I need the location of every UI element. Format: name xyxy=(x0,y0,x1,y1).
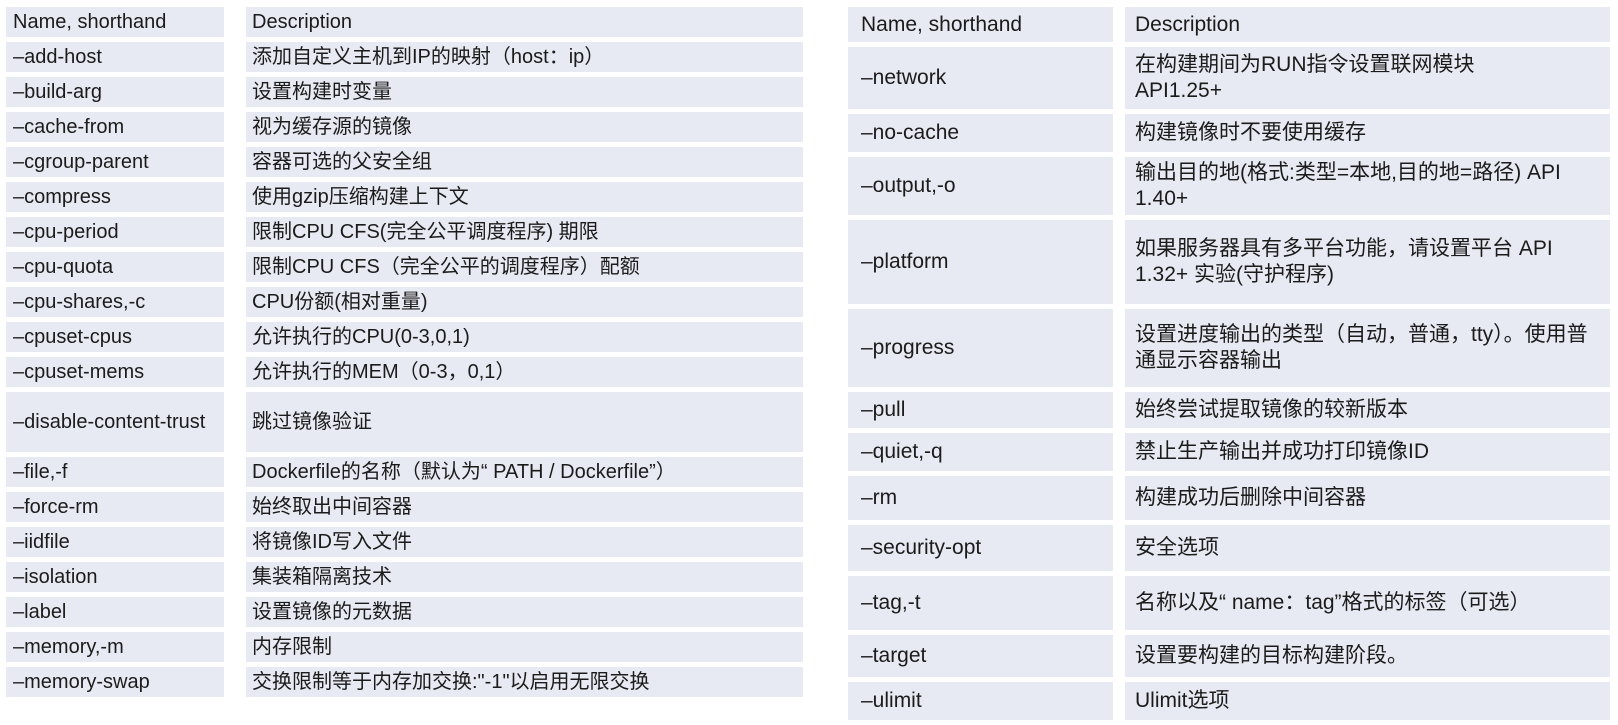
option-description-cell: 将镜像ID写入文件 xyxy=(246,527,803,557)
table-row: –isolation 集装箱隔离技术 xyxy=(6,562,803,592)
table-row: –pull 始终尝试提取镜像的较新版本 xyxy=(848,392,1610,428)
option-description-cell: 视为缓存源的镜像 xyxy=(246,112,803,142)
option-name-cell: –security-opt xyxy=(848,525,1113,571)
header-row: Name, shorthand Description xyxy=(6,7,803,37)
option-description-cell: 允许执行的CPU(0-3,0,1) xyxy=(246,322,803,352)
option-description-cell: 交换限制等于内存加交换:"-1"以启用无限交换 xyxy=(246,667,803,697)
option-description-cell: 设置要构建的目标构建阶段。 xyxy=(1125,635,1610,677)
option-description-cell: Dockerfile的名称（默认为“ PATH / Dockerfile”） xyxy=(246,457,803,487)
option-name-cell: –iidfile xyxy=(6,527,224,557)
table-row: –target 设置要构建的目标构建阶段。 xyxy=(848,635,1610,677)
table-row: –no-cache 构建镜像时不要使用缓存 xyxy=(848,114,1610,152)
option-name-cell: –label xyxy=(6,597,224,627)
table-row: –disable-content-trust 跳过镜像验证 xyxy=(6,392,803,452)
table-row: –cpu-shares,-c CPU份额(相对重量) xyxy=(6,287,803,317)
header-row: Name, shorthand Description xyxy=(848,7,1610,42)
table-row: –cpuset-cpus 允许执行的CPU(0-3,0,1) xyxy=(6,322,803,352)
option-name-cell: –pull xyxy=(848,392,1113,428)
table-row: –cpu-quota 限制CPU CFS（完全公平的调度程序）配额 xyxy=(6,252,803,282)
option-name-cell: –cpuset-mems xyxy=(6,357,224,387)
table-row: –build-arg 设置构建时变量 xyxy=(6,77,803,107)
option-name-cell: –platform xyxy=(848,220,1113,304)
table-row: –iidfile 将镜像ID写入文件 xyxy=(6,527,803,557)
option-name-cell: –rm xyxy=(848,476,1113,520)
option-name-cell: –force-rm xyxy=(6,492,224,522)
table-row: –security-opt 安全选项 xyxy=(848,525,1610,571)
table-row: –memory-swap 交换限制等于内存加交换:"-1"以启用无限交换 xyxy=(6,667,803,697)
table-row: –file,-f Dockerfile的名称（默认为“ PATH / Docker… xyxy=(6,457,803,487)
option-description-cell: 在构建期间为RUN指令设置联网模块 API1.25+ xyxy=(1125,47,1610,109)
option-name-cell: –progress xyxy=(848,309,1113,387)
option-description-cell: 始终尝试提取镜像的较新版本 xyxy=(1125,392,1610,428)
option-name-cell: –quiet,-q xyxy=(848,433,1113,471)
table-row: –cgroup-parent 容器可选的父安全组 xyxy=(6,147,803,177)
column-header-description: Description xyxy=(1125,7,1610,42)
option-description-cell: 设置镜像的元数据 xyxy=(246,597,803,627)
option-description-cell: 设置构建时变量 xyxy=(246,77,803,107)
option-name-cell: –ulimit xyxy=(848,682,1113,720)
table-row: –cpu-period 限制CPU CFS(完全公平调度程序) 期限 xyxy=(6,217,803,247)
option-name-cell: –disable-content-trust xyxy=(6,392,224,452)
option-description-cell: Ulimit选项 xyxy=(1125,682,1610,720)
column-header-name: Name, shorthand xyxy=(6,7,224,37)
option-name-cell: –target xyxy=(848,635,1113,677)
option-name-cell: –cpu-quota xyxy=(6,252,224,282)
option-description-cell: 始终取出中间容器 xyxy=(246,492,803,522)
table-row: –label 设置镜像的元数据 xyxy=(6,597,803,627)
option-name-cell: –output,-o xyxy=(848,157,1113,215)
table-row: –compress 使用gzip压缩构建上下文 xyxy=(6,182,803,212)
table-row: –add-host 添加自定义主机到IP的映射（host：ip） xyxy=(6,42,803,72)
table-row: –quiet,-q 禁止生产输出并成功打印镜像ID xyxy=(848,433,1610,471)
option-description-cell: 如果服务器具有多平台功能，请设置平台 API 1.32+ 实验(守护程序) xyxy=(1125,220,1610,304)
column-header-name: Name, shorthand xyxy=(848,7,1113,42)
option-description-cell: 设置进度输出的类型（自动，普通，tty）。使用普通显示容器输出 xyxy=(1125,309,1610,387)
option-description-cell: 限制CPU CFS(完全公平调度程序) 期限 xyxy=(246,217,803,247)
option-name-cell: –cpu-shares,-c xyxy=(6,287,224,317)
table-row: –cpuset-mems 允许执行的MEM（0-3，0,1） xyxy=(6,357,803,387)
table-row: –memory,-m 内存限制 xyxy=(6,632,803,662)
option-description-cell: 构建镜像时不要使用缓存 xyxy=(1125,114,1610,152)
option-description-cell: 安全选项 xyxy=(1125,525,1610,571)
column-header-description: Description xyxy=(246,7,803,37)
table-row: –force-rm 始终取出中间容器 xyxy=(6,492,803,522)
option-description-cell: 名称以及“ name：tag”格式的标签（可选） xyxy=(1125,576,1610,630)
option-description-cell: 内存限制 xyxy=(246,632,803,662)
option-name-cell: –tag,-t xyxy=(848,576,1113,630)
option-description-cell: 禁止生产输出并成功打印镜像ID xyxy=(1125,433,1610,471)
option-name-cell: –cpu-period xyxy=(6,217,224,247)
option-name-cell: –memory,-m xyxy=(6,632,224,662)
option-description-cell: 跳过镜像验证 xyxy=(246,392,803,452)
option-name-cell: –memory-swap xyxy=(6,667,224,697)
option-name-cell: –compress xyxy=(6,182,224,212)
table-row: –ulimit Ulimit选项 xyxy=(848,682,1610,720)
table-row: –rm 构建成功后删除中间容器 xyxy=(848,476,1610,520)
table-row: –cache-from 视为缓存源的镜像 xyxy=(6,112,803,142)
option-name-cell: –build-arg xyxy=(6,77,224,107)
option-description-cell: 容器可选的父安全组 xyxy=(246,147,803,177)
option-description-cell: 使用gzip压缩构建上下文 xyxy=(246,182,803,212)
option-name-cell: –no-cache xyxy=(848,114,1113,152)
option-description-cell: 构建成功后删除中间容器 xyxy=(1125,476,1610,520)
option-name-cell: –cgroup-parent xyxy=(6,147,224,177)
option-name-cell: –cpuset-cpus xyxy=(6,322,224,352)
option-description-cell: 添加自定义主机到IP的映射（host：ip） xyxy=(246,42,803,72)
option-name-cell: –cache-from xyxy=(6,112,224,142)
option-description-cell: CPU份额(相对重量) xyxy=(246,287,803,317)
options-table-left: Name, shorthand Description –add-host 添加自定义… xyxy=(6,7,803,702)
option-name-cell: –isolation xyxy=(6,562,224,592)
option-name-cell: –add-host xyxy=(6,42,224,72)
option-description-cell: 集装箱隔离技术 xyxy=(246,562,803,592)
option-description-cell: 允许执行的MEM（0-3，0,1） xyxy=(246,357,803,387)
option-description-cell: 输出目的地(格式:类型=本地,目的地=路径) API 1.40+ xyxy=(1125,157,1610,215)
option-description-cell: 限制CPU CFS（完全公平的调度程序）配额 xyxy=(246,252,803,282)
option-name-cell: –file,-f xyxy=(6,457,224,487)
option-name-cell: –network xyxy=(848,47,1113,109)
